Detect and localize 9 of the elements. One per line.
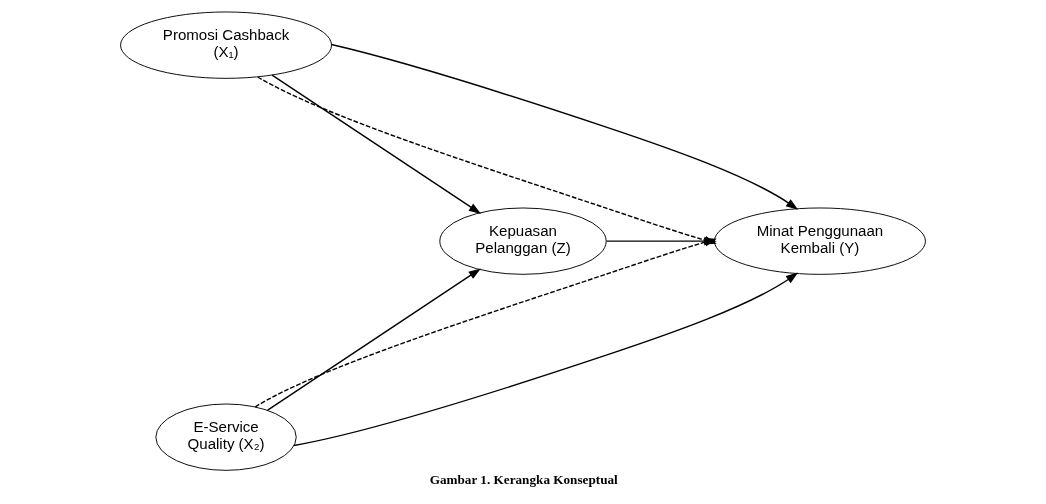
caption: Gambar 1. Kerangka Konseptual — [429, 471, 618, 487]
node-ellipse: Promosi Cashback (X₁) — [120, 11, 333, 79]
arrow — [271, 74, 482, 214]
arrow — [293, 272, 799, 447]
node-ellipse: E-Service Quality (X₂) — [155, 403, 297, 471]
node-ellipse: Kepuasan Pelanggan (Z) — [439, 207, 607, 275]
arrow — [267, 268, 481, 411]
arrow — [330, 43, 799, 210]
node-ellipse: Minat Penggunaan Kembali (Y) — [714, 207, 926, 275]
